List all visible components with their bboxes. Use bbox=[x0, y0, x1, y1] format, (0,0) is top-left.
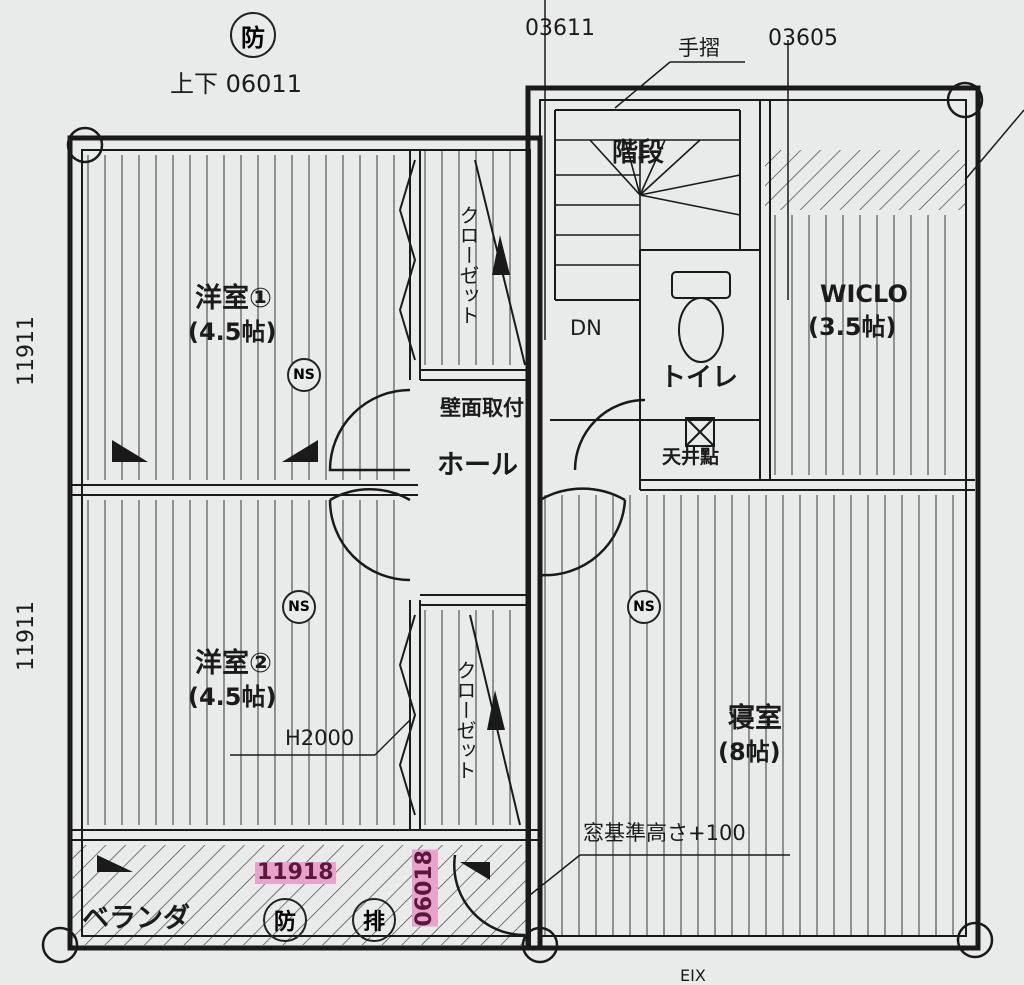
handrail-label: 手摺 bbox=[678, 36, 720, 60]
stair-down-label: DN bbox=[570, 316, 602, 340]
ns-mark-bedroom: NS bbox=[627, 590, 661, 624]
ns-mark-western2: NS bbox=[282, 590, 316, 624]
top-code: 上下 06011 bbox=[170, 70, 302, 98]
direction-triangles bbox=[97, 235, 510, 880]
wiclo-name: WICLO bbox=[820, 280, 908, 308]
western-room-2-size: (4.5帖) bbox=[188, 683, 277, 711]
fire-mark-top: 防 bbox=[230, 12, 276, 58]
ceiling-hatch-label: 天井點 bbox=[662, 446, 720, 468]
veranda-code: 11918 bbox=[255, 860, 336, 885]
drain-mark-veranda: 排 bbox=[352, 898, 396, 942]
code-left: 03611 bbox=[525, 16, 595, 41]
stair-treads bbox=[555, 139, 741, 300]
closet-upper-label: クローゼット bbox=[456, 205, 480, 325]
outer-walls bbox=[67, 85, 981, 951]
veranda-code-2: 06018 bbox=[412, 850, 438, 927]
floorboards bbox=[87, 150, 954, 935]
ns-mark-western1: NS bbox=[287, 358, 321, 392]
bedroom-size: (8帖) bbox=[718, 738, 781, 766]
toilet-label: トイレ bbox=[660, 363, 739, 393]
fire-mark-veranda: 防 bbox=[263, 898, 307, 942]
column-marks bbox=[41, 81, 994, 964]
veranda-label: ベランダ bbox=[82, 903, 190, 934]
stairs-label: 階段 bbox=[612, 138, 665, 168]
door-swings bbox=[328, 388, 646, 937]
wiclo-shelf-hatch bbox=[765, 150, 965, 210]
h2000-label: H2000 bbox=[285, 726, 355, 750]
bedroom-name: 寝室 bbox=[728, 703, 782, 734]
hall-label: ホール bbox=[437, 450, 518, 481]
window-height-label: 窓基準高さ+100 bbox=[583, 821, 746, 845]
western-room-2-name: 洋室② bbox=[195, 648, 272, 679]
dimension-left-lower: 11911 bbox=[14, 601, 39, 671]
closet-lower-label: クローゼット bbox=[453, 660, 477, 780]
reference-lines bbox=[230, 0, 1024, 896]
wiclo-size: (3.5帖) bbox=[808, 313, 897, 341]
western-room-1-name: 洋室① bbox=[195, 283, 272, 314]
wall-mount-label: 壁面取付 bbox=[440, 396, 524, 420]
western-room-1-size: (4.5帖) bbox=[188, 318, 277, 346]
dimension-left-upper: 11911 bbox=[14, 316, 39, 386]
code-right: 03605 bbox=[768, 26, 838, 51]
toilet-fixture bbox=[671, 271, 731, 447]
inner-wall-lines bbox=[70, 99, 975, 948]
bottom-partial-label: EIX bbox=[680, 966, 706, 985]
